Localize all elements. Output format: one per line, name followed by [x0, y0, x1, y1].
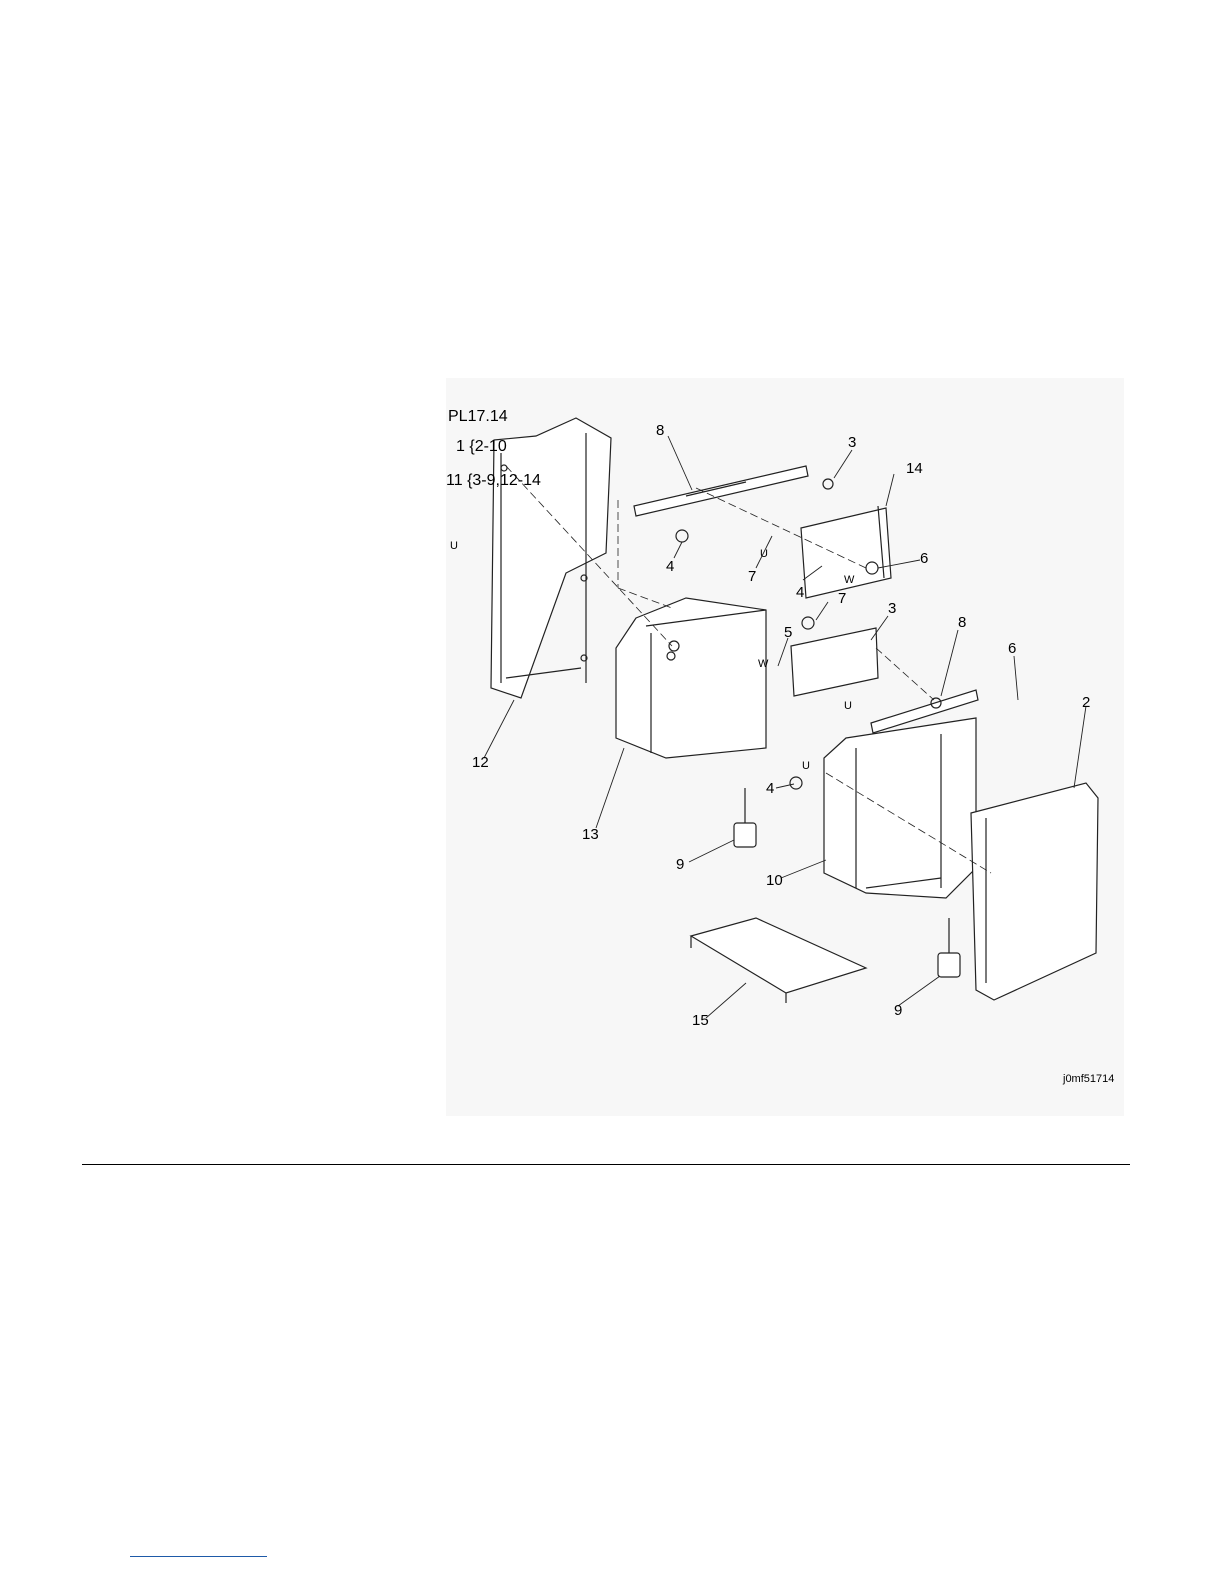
callout-tag: U	[802, 760, 810, 772]
callout-tag: W	[844, 574, 854, 586]
exploded-parts-drawing	[446, 378, 1124, 1116]
callout-number: 15	[692, 1012, 709, 1030]
image-code: j0mf51714	[1063, 1073, 1114, 1085]
callout-number: 10	[766, 872, 783, 890]
callout-number: 8	[958, 614, 966, 632]
callout-number: 5	[784, 624, 792, 642]
group-range: 2-10	[475, 438, 507, 455]
rail-part-8-top	[634, 466, 808, 516]
callout-tag: U	[844, 700, 852, 712]
callout-tag: W	[758, 658, 768, 670]
callout-number: 2	[1082, 694, 1090, 712]
callout-tag: U	[450, 540, 458, 552]
tray-part-15	[691, 918, 866, 1003]
callout-number: 6	[920, 550, 928, 568]
callout-number: 12	[472, 754, 489, 772]
bracket-part-5	[791, 628, 878, 696]
frame-part-10	[824, 718, 976, 898]
cover-part-2	[971, 783, 1098, 1000]
group-1: 1 {2-10	[456, 438, 507, 456]
callout-number: 4	[796, 584, 804, 602]
callout-number: 6	[1008, 640, 1016, 658]
callout-number: 4	[766, 780, 774, 798]
callout-number: 8	[656, 422, 664, 440]
callout-number: 14	[906, 460, 923, 478]
group-item: 1	[456, 438, 465, 455]
footnote-link-underline[interactable]	[130, 1556, 267, 1557]
callout-number: 4	[666, 558, 674, 576]
callout-number: 3	[848, 434, 856, 452]
plate-id: PL17.14	[448, 408, 508, 426]
callout-number: 3	[888, 600, 896, 618]
plate-part-13	[616, 598, 766, 758]
group-11: 11 {3-9,12-14	[446, 472, 541, 490]
frame-part-12	[491, 418, 611, 698]
callout-number: 7	[748, 568, 756, 586]
callout-number: 9	[676, 856, 684, 874]
group-item: 11	[446, 472, 463, 489]
callout-number: 9	[894, 1002, 902, 1020]
callout-number: 7	[838, 590, 846, 608]
callout-number: 13	[582, 826, 599, 844]
page-divider	[82, 1164, 1130, 1165]
callout-tag: U	[760, 548, 768, 560]
group-range: 3-9,12-14	[472, 472, 541, 489]
